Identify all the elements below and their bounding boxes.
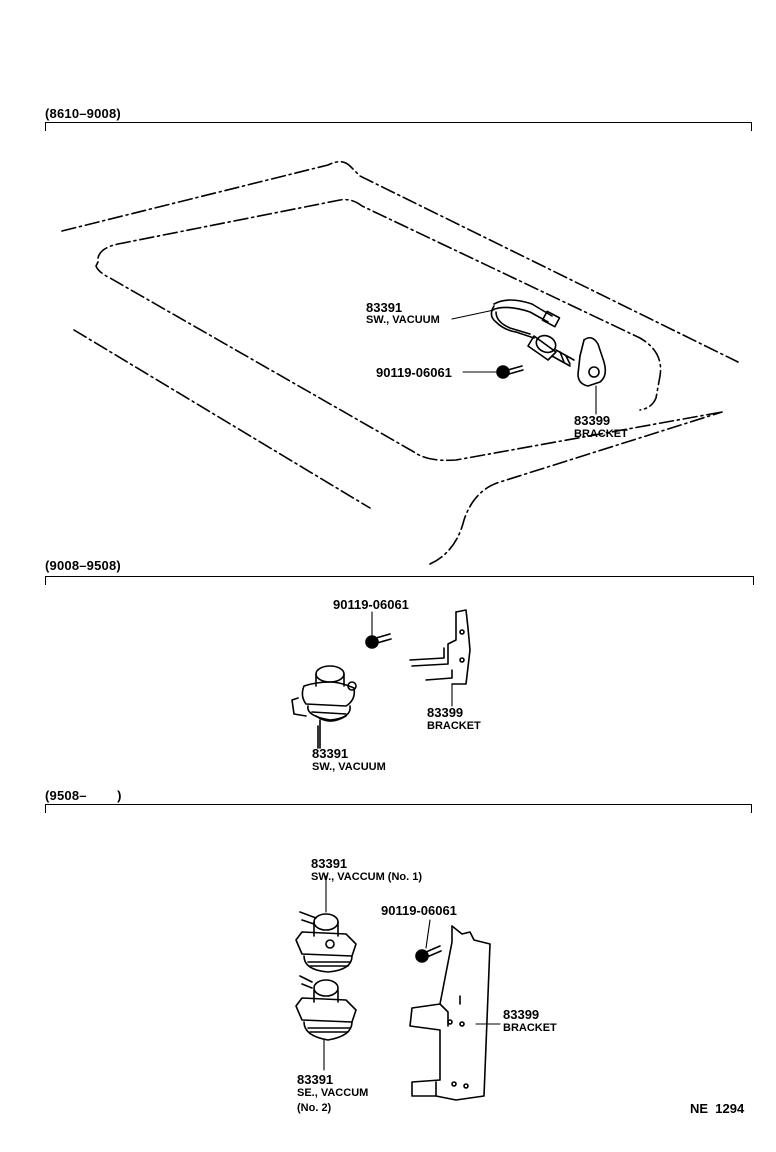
section-1-right-tick bbox=[751, 122, 752, 131]
s1-bracket-number: 83399 bbox=[574, 413, 611, 428]
s2-vacuum-switch-name: SW., VACUUM bbox=[312, 761, 386, 773]
leader-lines-1 bbox=[451, 309, 597, 415]
section-2-right-tick bbox=[753, 576, 754, 585]
s1-vacuum-switch-number: 83391 bbox=[366, 300, 403, 315]
section-3-left-tick bbox=[45, 804, 46, 813]
s2-bolt-number: 90119-06061 bbox=[333, 597, 409, 612]
vacuum-switch-drawing-2 bbox=[291, 665, 357, 749]
bracket-drawing-3 bbox=[409, 925, 501, 1101]
s2-vacuum-switch-number: 83391 bbox=[312, 746, 349, 761]
s3-bracket-number: 83399 bbox=[503, 1007, 540, 1022]
section-3-range-label: (9508– ) bbox=[45, 788, 122, 803]
vacuum-switch-drawing-3b bbox=[295, 975, 357, 1071]
s3-vacuum-switch-1-number: 83391 bbox=[311, 856, 348, 871]
s3-vacuum-switch-2-suffix: (No. 2) bbox=[297, 1102, 332, 1114]
bracket-drawing-2 bbox=[409, 609, 471, 707]
s2-bracket-number: 83399 bbox=[427, 705, 464, 720]
s3-bracket-name: BRACKET bbox=[503, 1022, 557, 1034]
section-1-left-tick bbox=[45, 122, 46, 131]
s1-vacuum-switch-name: SW., VACUUM bbox=[366, 314, 440, 326]
section-2-range-label: (9008–9508) bbox=[45, 558, 121, 573]
section-2-left-tick bbox=[45, 576, 46, 585]
bracket-drawing-1 bbox=[577, 336, 607, 387]
s2-bracket-name: BRACKET bbox=[427, 720, 481, 732]
section-2-rule bbox=[45, 576, 754, 577]
bolt-drawing-2 bbox=[365, 611, 392, 649]
bolt-drawing-1 bbox=[496, 365, 524, 379]
section-3-rule bbox=[45, 804, 752, 805]
s3-vacuum-switch-2-name: SE., VACCUM bbox=[297, 1087, 369, 1099]
s3-bolt-number: 90119-06061 bbox=[381, 903, 457, 918]
vacuum-switch-drawing-3a bbox=[295, 875, 357, 973]
vacuum-switch-drawing-1 bbox=[490, 299, 575, 367]
vehicle-outline-drawing bbox=[61, 160, 739, 565]
bolt-drawing-3 bbox=[415, 919, 442, 963]
illustration-code: NE 1294 bbox=[690, 1101, 745, 1116]
s1-bracket-name: BRACKET bbox=[574, 428, 628, 440]
section-3-right-tick bbox=[751, 804, 752, 813]
s3-vacuum-switch-2-number: 83391 bbox=[297, 1072, 334, 1087]
section-1-range-label: (8610–9008) bbox=[45, 106, 121, 121]
section-1-rule bbox=[45, 122, 752, 123]
s1-bolt-number: 90119-06061 bbox=[376, 365, 452, 380]
s3-vacuum-switch-1-name: SW., VACCUM (No. 1) bbox=[311, 871, 423, 883]
